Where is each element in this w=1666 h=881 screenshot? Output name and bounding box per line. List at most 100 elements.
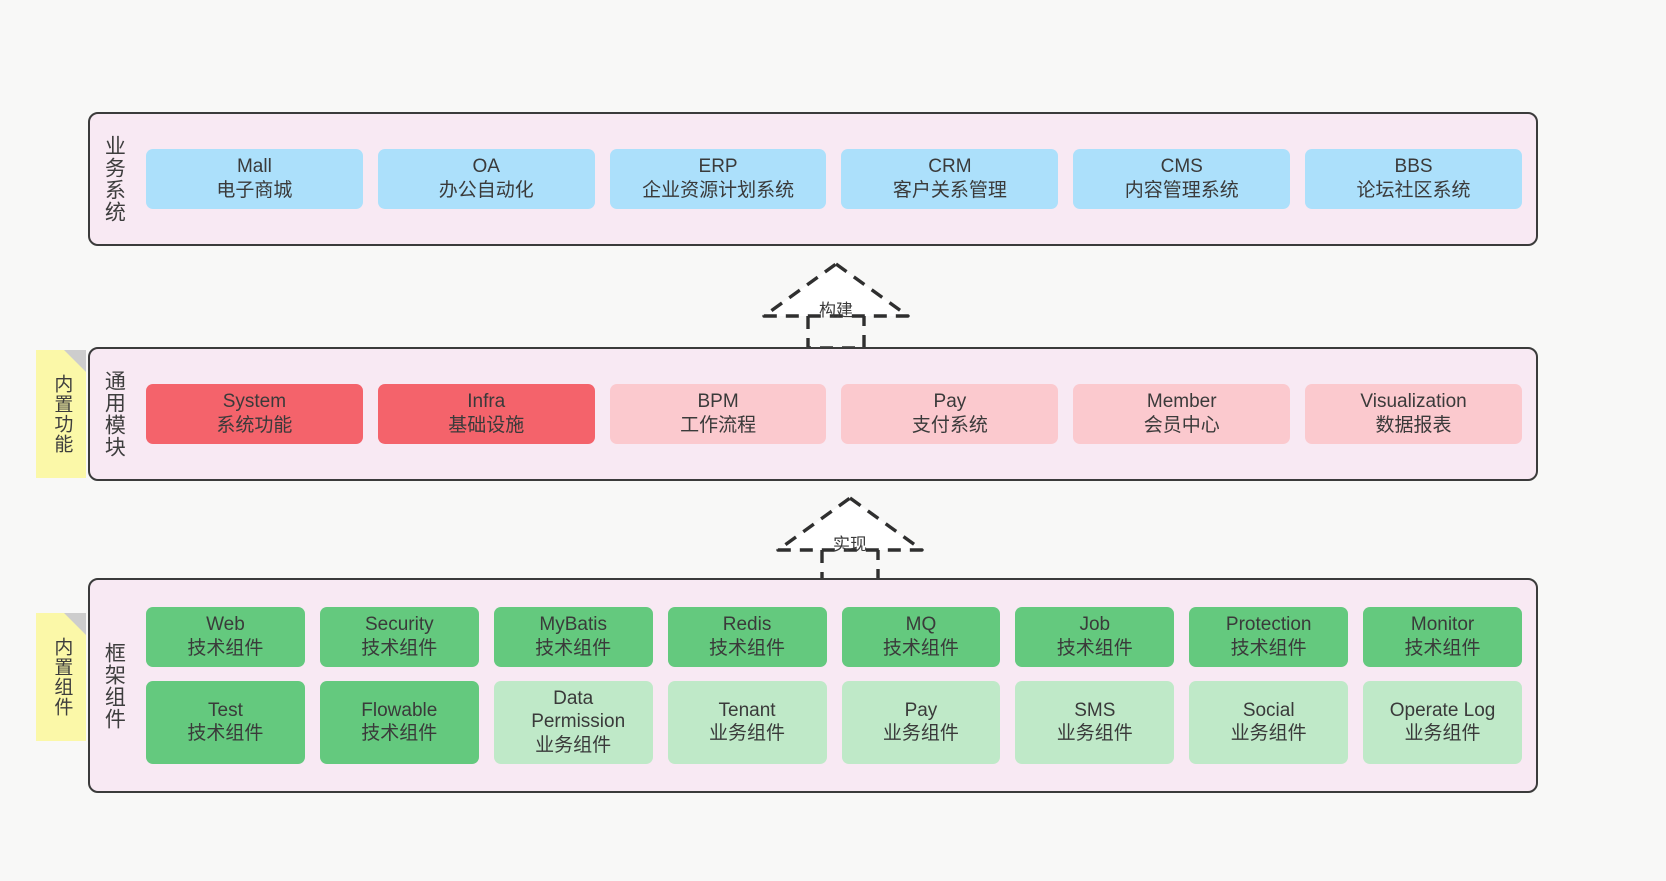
card-subtitle: 基础设施 [448,415,525,436]
layer-body-business: Mall 电子商城 OA 办公自动化 ERP 企业资源计划系统 CRM 客户关系… [136,114,1536,244]
card-test[interactable]: Test 技术组件 [146,680,305,765]
card-bpm[interactable]: BPM 工作流程 [609,384,827,444]
card-subtitle: 技术组件 [1404,637,1481,659]
card-subtitle: 技术组件 [1230,637,1307,659]
card-member[interactable]: Member 会员中心 [1073,384,1291,444]
card-title: Test [208,699,243,721]
card-subtitle: 论坛社区系统 [1356,180,1471,201]
card-mybatis[interactable]: MyBatis 技术组件 [493,606,653,667]
card-social[interactable]: Social 业务组件 [1189,680,1349,765]
card-redis[interactable]: Redis 技术组件 [667,606,827,667]
card-subtitle: 技术组件 [187,723,264,745]
card-web[interactable]: Web 技术组件 [146,606,305,667]
card-pay-component[interactable]: Pay 业务组件 [841,680,1001,765]
note-text: 内置功能 [51,374,73,454]
card-subtitle: 数据报表 [1375,415,1452,436]
card-title: Protection [1225,613,1312,635]
layer-business-system: 业务系统 Mall 电子商城 OA 办公自动化 ERP 企业资源计划系统 CRM… [88,112,1538,246]
card-subtitle: 业务组件 [535,735,612,757]
card-title: BPM [697,391,739,413]
card-data-permission[interactable]: Data Permission 业务组件 [493,680,653,765]
card-row: Web 技术组件 Security 技术组件 MyBatis 技术组件 Redi… [146,606,1522,667]
card-title: Social [1242,699,1295,721]
card-subtitle: 电子商城 [216,180,293,201]
card-subtitle: 业务组件 [709,723,786,745]
card-title: MyBatis [539,613,607,635]
card-title: Job [1079,613,1111,635]
card-job[interactable]: Job 技术组件 [1015,606,1175,667]
card-flowable[interactable]: Flowable 技术组件 [319,680,479,765]
card-subtitle: 技术组件 [361,723,438,745]
connector-build: 构建 [756,258,916,350]
card-title: Data Permission [531,687,626,733]
connector-implement: 实现 [770,492,930,584]
card-system[interactable]: System 系统功能 [146,384,363,444]
card-monitor[interactable]: Monitor 技术组件 [1363,606,1522,667]
card-subtitle: 业务组件 [882,723,959,745]
card-mq[interactable]: MQ 技术组件 [841,606,1001,667]
card-title: CRM [928,156,972,178]
card-title: Pay [933,391,967,413]
card-row: Test 技术组件 Flowable 技术组件 Data Permission … [146,680,1522,765]
card-title: Visualization [1360,391,1467,413]
layer-body-framework: Web 技术组件 Security 技术组件 MyBatis 技术组件 Redi… [136,580,1536,791]
card-subtitle: 系统功能 [216,415,293,436]
card-title: OA [472,156,500,178]
card-title: Operate Log [1389,699,1496,721]
card-subtitle: 技术组件 [882,637,959,659]
card-title: CMS [1160,156,1203,178]
card-oa[interactable]: OA 办公自动化 [377,149,595,209]
card-title: Web [206,613,245,635]
card-title: Member [1146,391,1217,413]
card-mall[interactable]: Mall 电子商城 [146,149,363,209]
card-title: Monitor [1410,613,1475,635]
card-row: Mall 电子商城 OA 办公自动化 ERP 企业资源计划系统 CRM 客户关系… [146,149,1522,209]
layer-framework-components: 框架组件 Web 技术组件 Security 技术组件 MyBatis 技术组件… [88,578,1538,793]
card-subtitle: 技术组件 [535,637,612,659]
card-title: SMS [1074,699,1116,721]
card-subtitle: 办公自动化 [438,180,534,201]
card-infra[interactable]: Infra 基础设施 [377,384,595,444]
connector-label-implement: 实现 [833,535,867,554]
card-title: Tenant [718,699,776,721]
card-bbs[interactable]: BBS 论坛社区系统 [1305,149,1522,209]
card-subtitle: 内容管理系统 [1124,180,1239,201]
card-subtitle: 业务组件 [1056,723,1133,745]
card-title: Pay [904,699,938,721]
connector-label-build: 构建 [819,301,853,320]
card-title: Flowable [361,699,438,721]
sticky-note-builtin-components: 内置组件 [36,613,86,741]
card-cms[interactable]: CMS 内容管理系统 [1073,149,1291,209]
card-crm[interactable]: CRM 客户关系管理 [841,149,1059,209]
card-protection[interactable]: Protection 技术组件 [1189,606,1349,667]
generalization-arrow-icon [762,262,910,350]
card-pay-module[interactable]: Pay 支付系统 [841,384,1059,444]
layer-title-framework: 框架组件 [102,641,126,730]
card-erp[interactable]: ERP 企业资源计划系统 [609,149,827,209]
card-subtitle: 客户关系管理 [892,180,1007,201]
card-subtitle: 技术组件 [361,637,438,659]
card-title: Redis [722,613,772,635]
card-title: MQ [905,613,937,635]
card-title: BBS [1394,156,1433,178]
card-subtitle: 企业资源计划系统 [642,180,795,201]
note-fold-icon [64,613,86,635]
card-subtitle: 支付系统 [911,415,988,436]
layer-common-modules: 通用模块 System 系统功能 Infra 基础设施 BPM 工作流程 Pay… [88,347,1538,481]
card-operate-log[interactable]: Operate Log 业务组件 [1363,680,1522,765]
card-subtitle: 业务组件 [1230,723,1307,745]
card-visualization[interactable]: Visualization 数据报表 [1305,384,1522,444]
card-title: ERP [698,156,738,178]
card-subtitle: 技术组件 [1056,637,1133,659]
card-title: Security [364,613,434,635]
card-subtitle: 业务组件 [1404,723,1481,745]
card-subtitle: 工作流程 [680,415,757,436]
generalization-arrow-icon [776,496,924,584]
card-tenant[interactable]: Tenant 业务组件 [667,680,827,765]
card-security[interactable]: Security 技术组件 [319,606,479,667]
card-title: Infra [467,391,506,413]
note-fold-icon [64,350,86,372]
card-sms[interactable]: SMS 业务组件 [1015,680,1175,765]
layer-title-common-modules: 通用模块 [102,370,126,458]
